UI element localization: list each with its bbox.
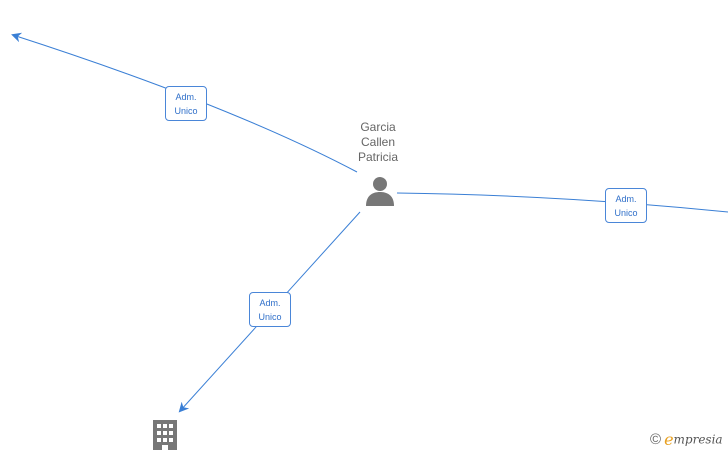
relation-label-line-2: Unico xyxy=(174,106,198,116)
relation-label-line-1: Adm. xyxy=(615,194,637,204)
brand-name: mpresia xyxy=(673,432,723,447)
relation-label-line-2: Unico xyxy=(258,312,282,322)
copyright-symbol: © xyxy=(650,431,662,448)
brand-initial: e xyxy=(664,430,674,449)
person-name-line-2: Callen xyxy=(360,135,396,149)
person-name-line-1: Garcia xyxy=(360,120,396,134)
relation-label-line-1: Adm. xyxy=(175,92,197,102)
person-name-label: Garcia Callen Patricia xyxy=(338,120,418,165)
edge-to-right xyxy=(396,192,728,213)
relation-label-top-left[interactable]: Adm. Unico xyxy=(165,86,207,121)
building-icon[interactable] xyxy=(152,420,178,450)
edge-to-top-left xyxy=(11,32,358,173)
relation-label-line-1: Adm. xyxy=(259,298,281,308)
relation-label-right[interactable]: Adm. Unico xyxy=(605,188,647,223)
brand-watermark: ©empresia xyxy=(650,430,723,449)
relation-label-line-2: Unico xyxy=(614,208,638,218)
relation-label-bottom[interactable]: Adm. Unico xyxy=(249,292,291,327)
person-icon[interactable] xyxy=(364,176,396,206)
person-name-line-3: Patricia xyxy=(357,150,398,164)
